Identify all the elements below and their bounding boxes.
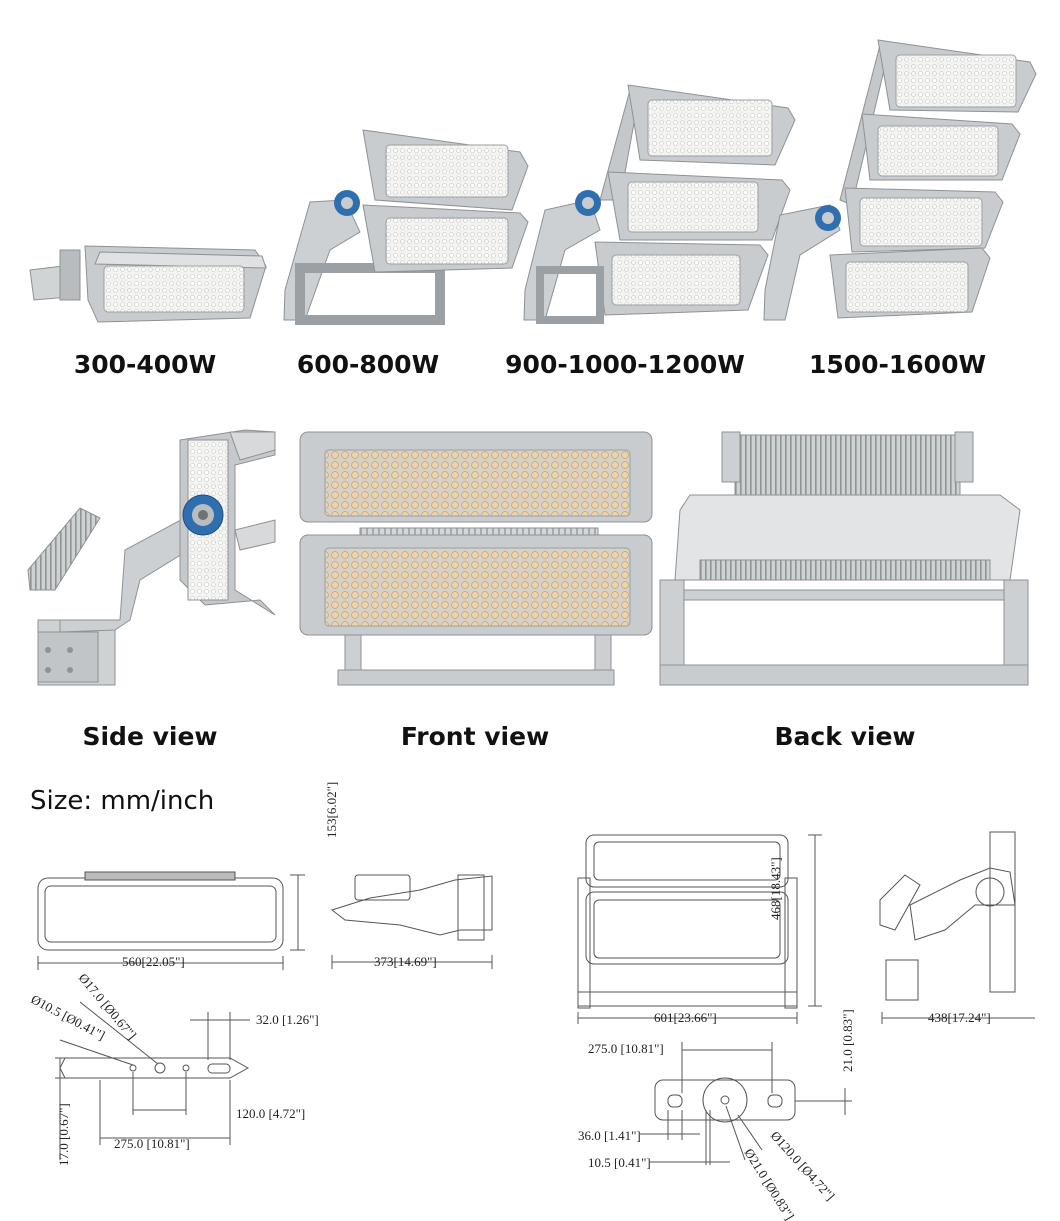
dim-373: 373[14.69"] (374, 954, 437, 969)
model-1500-1600w-image (763, 39, 1037, 321)
dim-120: 120.0 [4.72"] (236, 1106, 305, 1121)
dim-17: 17.0 [0.67"] (56, 1103, 71, 1166)
back-view-image (659, 431, 1029, 686)
back-view-label: Back view (774, 722, 916, 751)
side-view-image (27, 429, 276, 686)
model-label-900-1200w: 900-1000-1200W (505, 350, 745, 379)
dim-601: 601[23.66"] (654, 1010, 717, 1025)
dim-36: 36.0 [1.41"] (578, 1128, 641, 1143)
dimension-drawings: 153[6.02"] 560[22.05"] 373[14.69"] Ø17.0… (29, 782, 1035, 1221)
model-label-600-800w: 600-800W (296, 350, 440, 379)
model-900-1200w-image (523, 84, 796, 324)
models-illustration (29, 39, 1037, 325)
front-view-image (299, 431, 653, 686)
dim-275-left: 275.0 [10.81"] (114, 1136, 190, 1151)
model-label-1500-1600w: 1500-1600W (808, 350, 987, 379)
front-view-label: Front view (400, 722, 550, 751)
model-label-300-400w: 300-400W (73, 350, 217, 379)
dim-32: 32.0 [1.26"] (256, 1012, 319, 1027)
side-view-label: Side view (82, 722, 218, 751)
dim-468: 468[18.43"] (768, 857, 783, 920)
views-illustration (27, 429, 1029, 686)
dim-560: 560[22.05"] (122, 954, 185, 969)
model-300-400w-image (29, 245, 267, 323)
model-600-800w-image (283, 129, 529, 325)
size-units-title: Size: mm/inch (30, 786, 215, 816)
dim-21: 21.0 [0.83"] (840, 1009, 855, 1072)
dim-438: 438[17.24"] (928, 1010, 991, 1025)
dim-10-5: 10.5 [0.41"] (588, 1155, 651, 1170)
dim-275-right: 275.0 [10.81"] (588, 1041, 664, 1056)
dim-153: 153[6.02"] (324, 782, 339, 838)
